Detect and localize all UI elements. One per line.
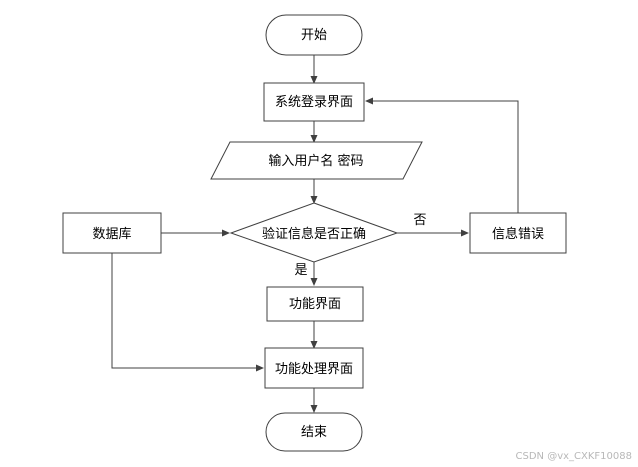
start-node-label: 开始	[301, 28, 327, 43]
edge-error-login	[365, 97, 519, 213]
edge-label-no: 否	[413, 213, 426, 228]
error-node-label: 信息错误	[492, 226, 544, 242]
input-credentials-node-label: 输入用户名 密码	[268, 153, 363, 169]
start-node: 开始	[265, 14, 363, 56]
error-node: 信息错误	[469, 212, 567, 254]
verify-decision-node: 验证信息是否正确	[229, 202, 399, 263]
verify-decision-node-label: 验证信息是否正确	[262, 226, 366, 242]
input-credentials-node: 输入用户名 密码	[210, 141, 423, 180]
edges	[111, 55, 519, 413]
database-node-label: 数据库	[92, 226, 131, 242]
login-screen-node: 系统登录界面	[263, 82, 365, 122]
processing-screen-node-label: 功能处理界面	[275, 362, 353, 377]
function-screen-node-label: 功能界面	[289, 297, 341, 312]
login-screen-node-label: 系统登录界面	[275, 95, 353, 110]
processing-screen-node: 功能处理界面	[264, 347, 364, 389]
edge-label-yes: 是	[294, 263, 307, 278]
end-node: 结束	[265, 412, 363, 452]
function-screen-node: 功能界面	[266, 286, 364, 322]
watermark: CSDN @vx_CXKF10088	[516, 451, 632, 462]
database-node: 数据库	[62, 212, 162, 254]
edge-database-processing	[111, 253, 264, 372]
end-node-label: 结束	[301, 425, 327, 440]
